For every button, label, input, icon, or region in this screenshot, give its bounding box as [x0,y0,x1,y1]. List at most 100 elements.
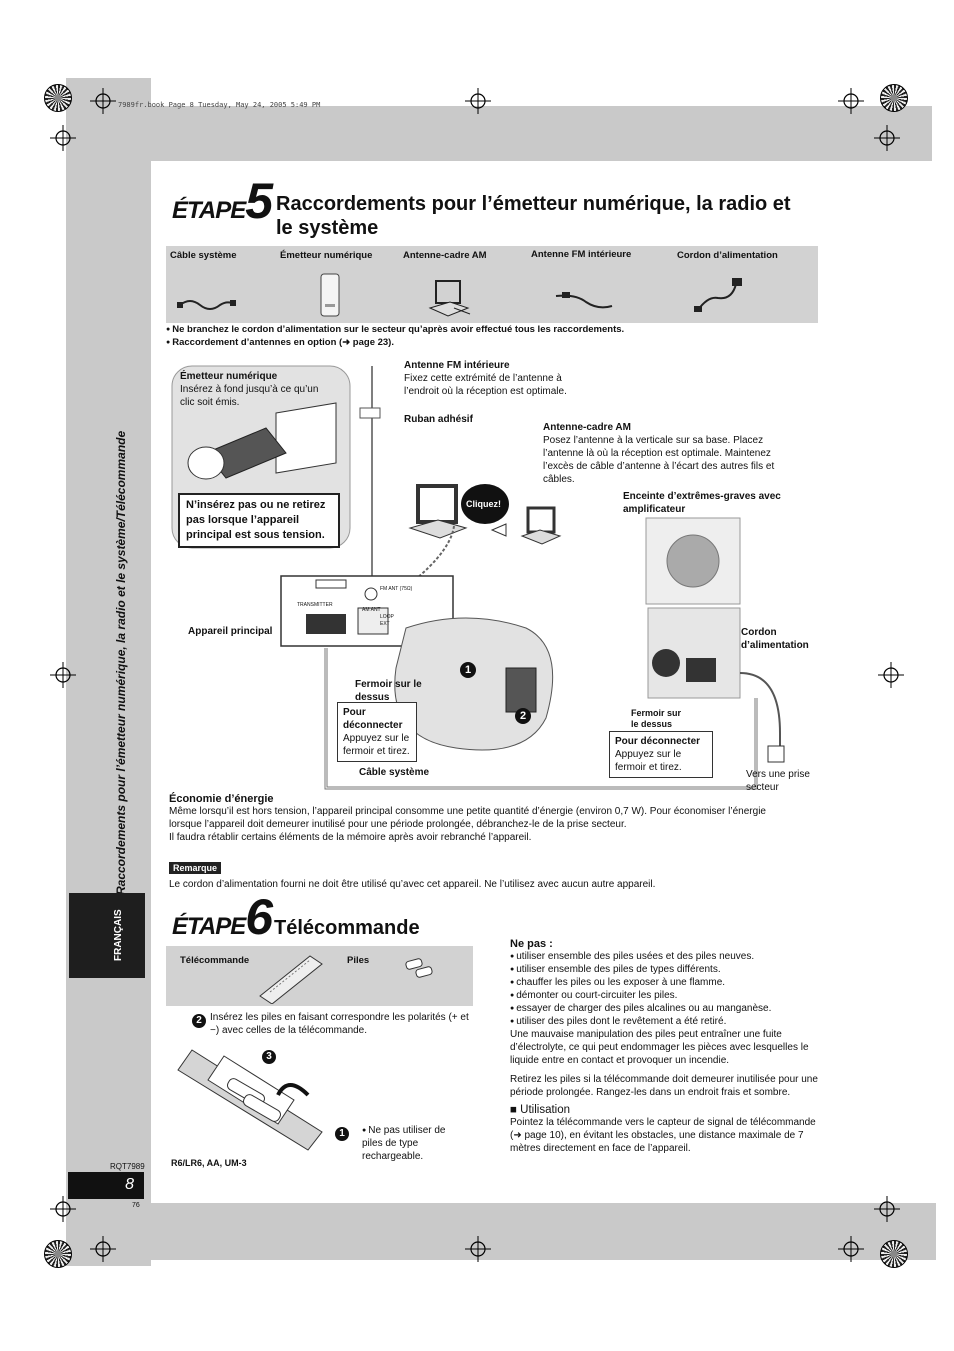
misuse-text: Une mauvaise manipulation des piles peut… [510,1029,809,1066]
registration-mark-icon [874,125,900,151]
click-label: Cliquez! [466,499,501,509]
insert-instructions: Insérez les piles en faisant correspondr… [210,1012,469,1036]
accessory-label: Télécommande [180,955,250,966]
clasp-left-label: Fermoir sur le dessus [355,679,422,703]
disconnect-box-left: Pour déconnecter Appuyez sur le fermoir … [337,702,417,762]
energy-line: lorsque l’appareil doit demeurer inutili… [169,819,627,830]
etape-word: ÉTAPE [172,197,246,224]
cable-icon [177,300,236,310]
outlet-label: Vers une prise secteur [746,769,810,793]
ne-pas-item: utiliser ensemble des piles de types dif… [510,963,820,976]
square-bullet-icon: ■ [510,1104,517,1116]
fm-antenna-title: Antenne FM intérieure [404,360,510,371]
panel-am-label: AM ANT [362,607,381,613]
step-badge-1: 1 [460,662,476,678]
step6-badge: ÉTAPE6 [172,892,273,942]
step-badge-3: 3 [262,1050,276,1064]
disconnect-box-right: Pour déconnecter Appuyez sur le fermoir … [609,731,713,778]
battery-insertion-illustration [177,1049,323,1151]
registration-mark-icon [50,662,76,688]
registration-mark-icon [465,88,491,114]
power-cord-icon [694,278,742,312]
panel-transmitter-label: TRANSMITTER [297,602,333,608]
color-target-icon [44,1240,72,1268]
clasp-right-label: Fermoir sur le dessus [631,708,682,729]
utilisation-title: Utilisation [520,1104,571,1116]
transmitter-caption: Émetteur numérique Insérez à fond jusqu’… [180,370,330,409]
utilisation-text: Pointez la télécommande vers le capteur … [510,1117,816,1154]
remove-text: Retirez les piles si la télécommande doi… [510,1074,818,1098]
energy-line: Il faudra rétablir certains éléments de … [169,832,532,843]
registration-mark-icon [90,88,116,114]
color-target-icon [44,84,72,112]
step-number: 6 [245,889,274,945]
ne-pas-title: Ne pas : [510,938,553,950]
tape-label: Ruban adhésif [404,414,473,425]
disconnect-text: Appuyez sur le fermoir et tirez. [343,733,410,757]
panel-fm-label: FM ANT (75Ω) [380,586,413,592]
note-item: Raccordement d’antennes en option (➜ pag… [166,336,624,349]
connection-diagram [171,365,785,790]
transmitter-text: Insérez à fond jusqu’à ce qu’un clic soi… [180,384,319,408]
ne-pas-item: chauffer les piles ou les exposer à une … [510,976,820,989]
registration-mark-icon [50,125,76,151]
language-tab: FRANÇAIS [69,893,145,978]
remark-section: Remarque Le cordon d’alimentation fourni… [169,858,829,891]
system-cable-label: Câble système [359,767,430,778]
batteries-icon [405,958,433,978]
fm-antenna-text: Fixez cette extrémité de l’antenne à l’e… [404,373,567,397]
ne-pas-item: essayer de charger des piles alcalines o… [510,1002,820,1015]
model-code: RQT7989 [110,1162,145,1171]
remark-tag: Remarque [169,862,222,874]
step5-badge: ÉTAPE5 [172,176,273,226]
step-badge-2: 2 [515,708,531,724]
step5-title: Raccordements pour l’émetteur numérique,… [276,192,836,240]
accessory-label: Piles [347,955,370,966]
ne-pas-item: utiliser des piles dont le revêtement a … [510,1015,820,1028]
registration-mark-icon [50,1196,76,1222]
color-target-icon [880,1240,908,1268]
page-number: 8 [125,1176,134,1193]
ne-pas-item: utiliser ensemble des piles usées et des… [510,950,820,963]
step6-title: Télécommande [274,917,420,939]
registration-mark-icon [878,662,904,688]
power-cord-label: Cordon d’alimentation [741,627,809,651]
etape-word: ÉTAPE [172,913,246,940]
registration-mark-icon [465,1236,491,1262]
remote-icon [259,955,323,1004]
vertical-section-title: Raccordements pour l’émetteur numérique,… [114,430,128,895]
subwoofer-label: Enceinte d’extrêmes-graves avec amplific… [623,491,781,515]
disconnect-text: Appuyez sur le fermoir et tirez. [615,749,682,773]
accessory-label: Cordon d’alimentation [677,250,778,261]
panel-ext-label: EXT [380,621,390,627]
battery-warnings: Ne pas : utiliser ensemble des piles usé… [510,938,820,1155]
rechargeable-note-text: Ne pas utiliser de piles de type recharg… [362,1124,462,1163]
transmitter-title: Émetteur numérique [180,371,278,382]
am-antenna-title: Antenne-cadre AM [543,422,631,433]
color-target-icon [880,84,908,112]
insertion-warning: N’insérez pas ou ne retirez pas lorsque … [178,493,340,548]
energy-section: Économie d’énergie Même lorsqu’il est ho… [169,793,829,844]
panel-loop-label: LOOP [380,614,394,620]
fm-antenna-icon [555,292,613,309]
file-info-line: 7989fr.book Page 8 Tuesday, May 24, 2005… [118,101,321,109]
left-gray-band [66,78,151,1266]
rechargeable-note: Ne pas utiliser de piles de type recharg… [362,1124,462,1163]
disconnect-title: Pour déconnecter [343,707,403,731]
registration-mark-icon [838,1236,864,1262]
page-number-box: 8 [68,1172,144,1199]
loop-antenna-icon [428,280,471,317]
accessory-label: Antenne FM intérieure [531,249,632,260]
main-unit-label: Appareil principal [188,626,273,637]
step5-accessories-box: Câble système Émetteur numérique Antenne… [166,246,818,323]
accessory-label: Antenne-cadre AM [403,250,487,261]
remark-text: Le cordon d’alimentation fourni ne doit … [169,879,656,890]
am-antenna-caption: Antenne-cadre AM Posez l’antenne à la ve… [543,421,779,486]
accessory-label: Câble système [170,250,237,261]
registration-mark-icon [838,88,864,114]
step-number: 5 [245,173,274,229]
note-item: Ne branchez le cordon d’alimentation sur… [166,323,624,336]
step5-notes: Ne branchez le cordon d’alimentation sur… [166,323,624,349]
sub-page-number: 76 [132,1202,140,1209]
language-tab-label: FRANÇAIS [113,909,124,961]
